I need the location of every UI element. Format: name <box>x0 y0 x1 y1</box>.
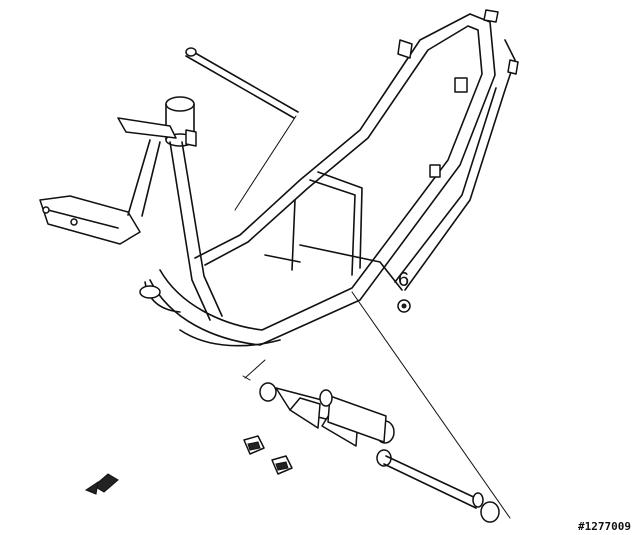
engine-mount-assembly <box>259 382 395 467</box>
bushing-left <box>243 435 265 455</box>
reference-code: #1277009 <box>578 520 631 533</box>
front-down-tube <box>127 139 151 216</box>
steering-head <box>117 96 197 147</box>
leader-line-bolt <box>234 115 297 211</box>
pivot-shaft <box>383 455 500 523</box>
nut-part-6 <box>397 299 411 313</box>
long-bolt <box>185 47 299 119</box>
main-frame <box>139 9 519 347</box>
leader-line-mount <box>242 359 266 381</box>
forward-arrow-icon <box>84 473 119 495</box>
bushing-right <box>271 455 293 475</box>
leader-line-shaft <box>351 291 511 519</box>
front-bracket <box>39 195 141 245</box>
callout-number: 6 <box>398 269 409 291</box>
